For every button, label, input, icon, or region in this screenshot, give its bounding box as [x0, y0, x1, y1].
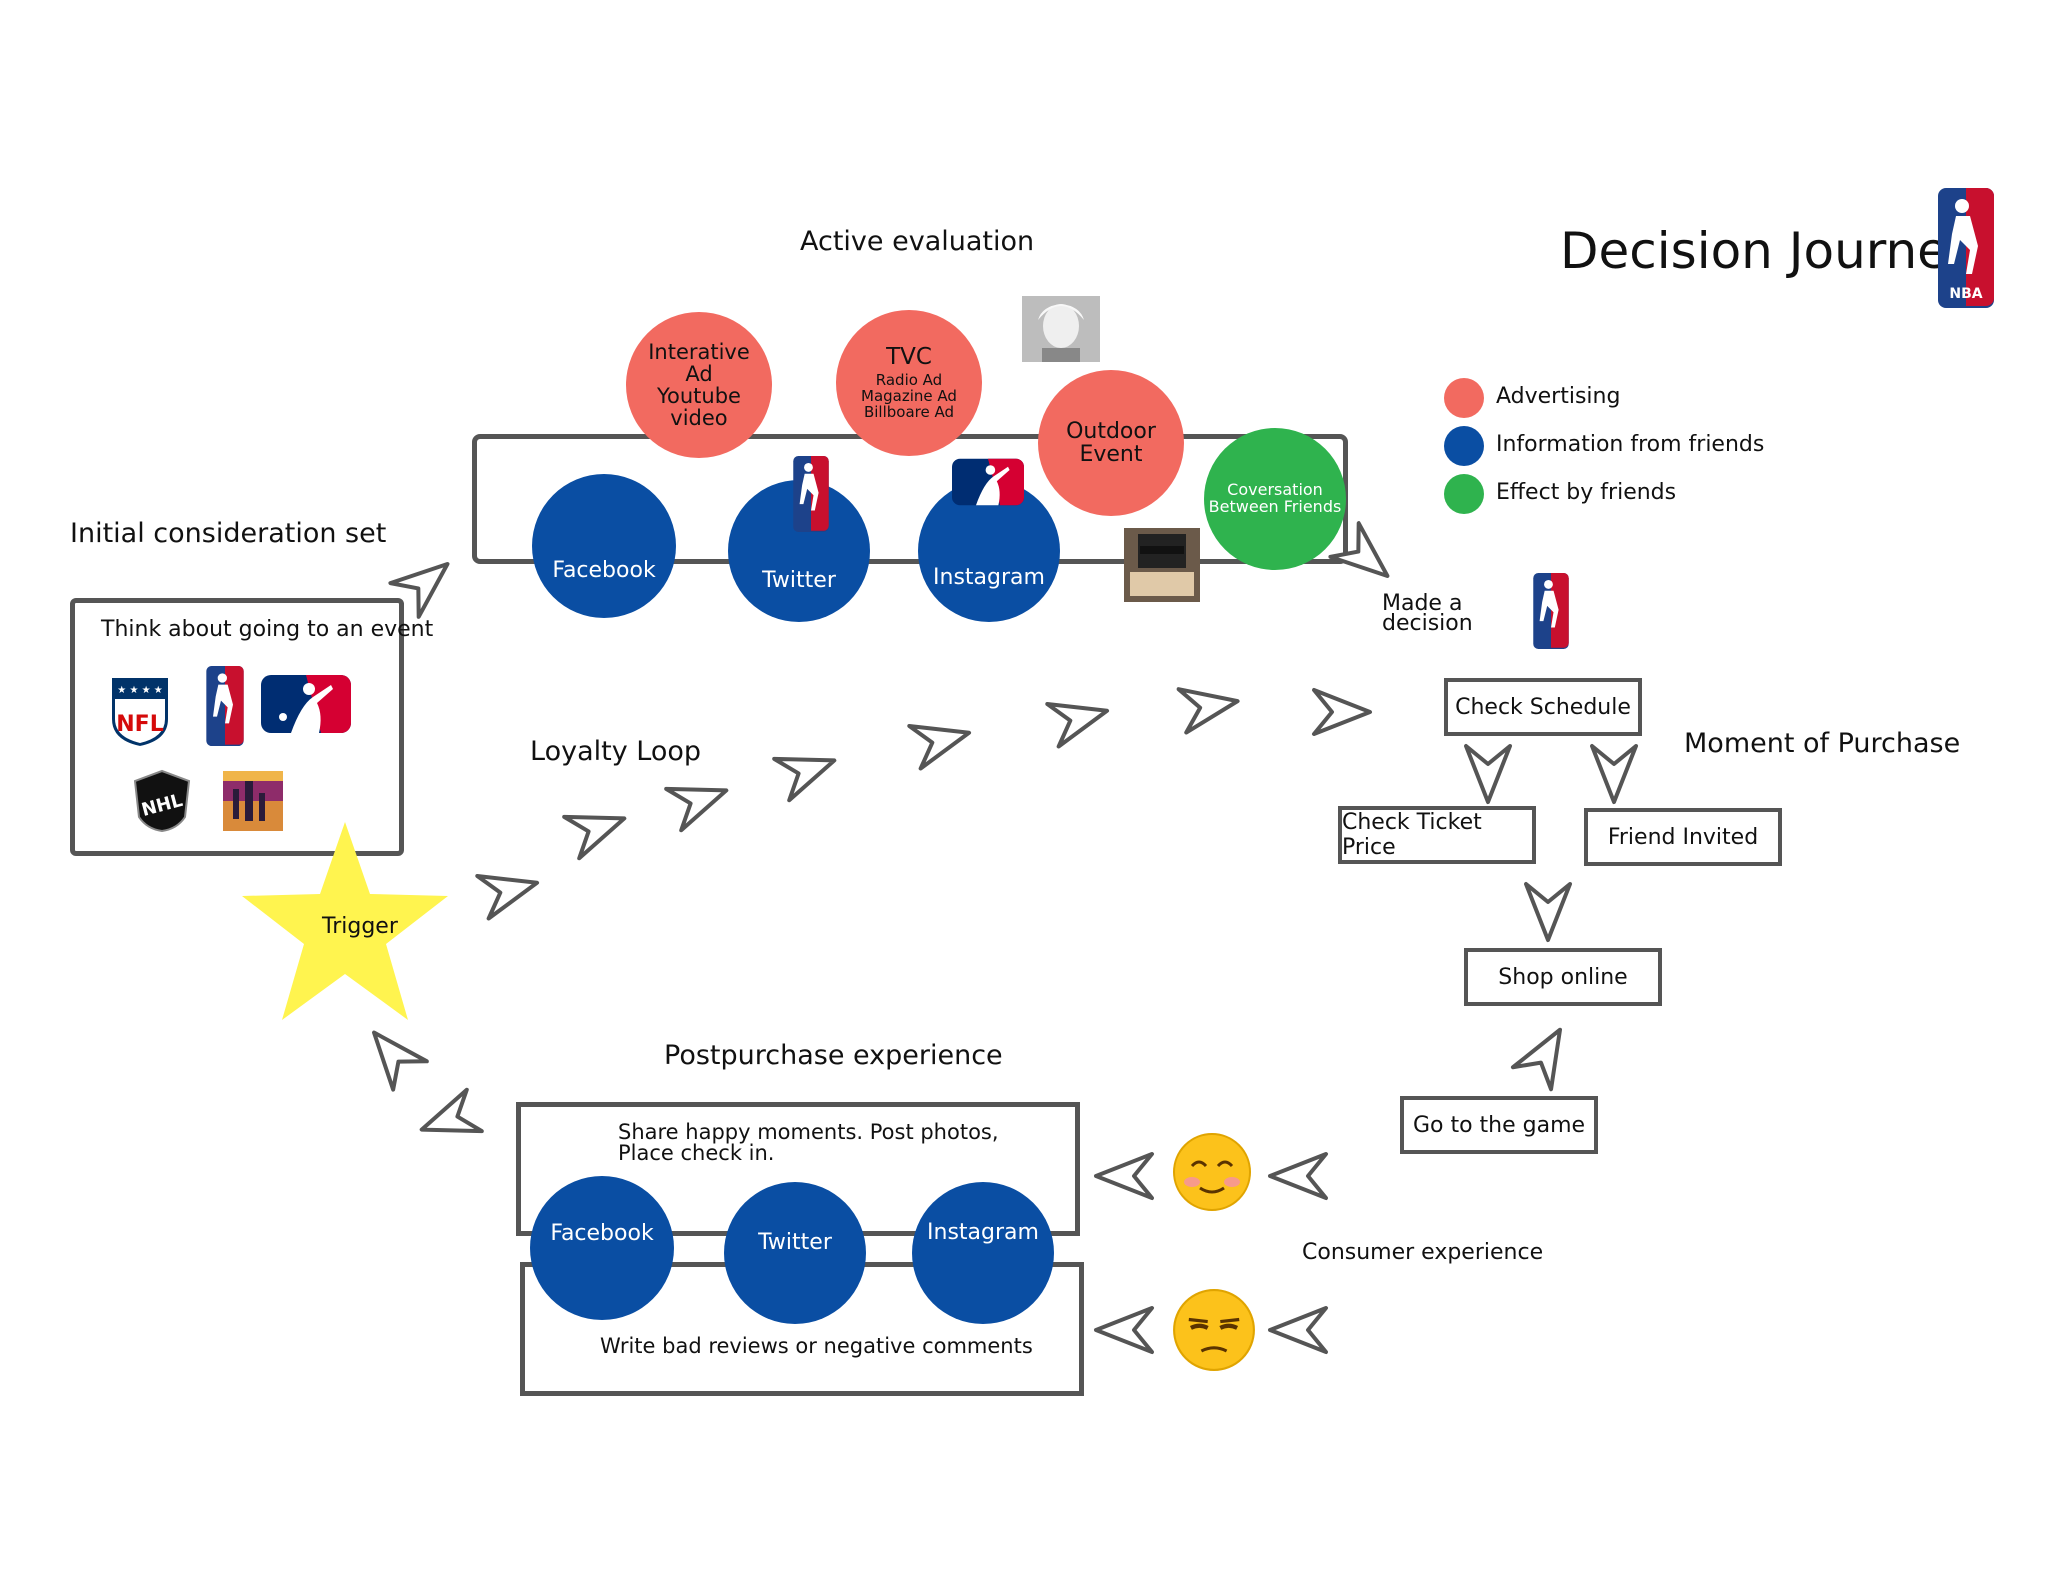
nfl-logo: NFL ★ ★ ★ ★ [110, 676, 170, 749]
arrowhead-icon [372, 1030, 429, 1092]
arrowhead-icon [1524, 882, 1572, 942]
arrowhead-icon [1328, 521, 1390, 578]
artist-photo [1022, 296, 1100, 362]
moment-of-purchase-label: Moment of Purchase [1684, 728, 1961, 759]
conversation-circle: Coversation Between Friends [1204, 428, 1346, 570]
initial-consideration-label: Initial consideration set [70, 518, 387, 549]
smiling-face-icon [1173, 1133, 1251, 1211]
legend-label: Effect by friends [1496, 480, 1677, 505]
tvc-circle: TVC Radio Ad Magazine Ad Billboare Ad [836, 310, 982, 456]
check-ticket-price-box: Check Ticket Price [1338, 806, 1536, 864]
shop-online-box: Shop online [1464, 948, 1662, 1006]
facebook-circle: Facebook [532, 474, 676, 618]
made-decision-line-2: decision [1382, 611, 1473, 636]
go-to-game-box: Go to the game [1400, 1096, 1598, 1154]
arrowhead-icon [664, 786, 729, 833]
loyalty-loop-label: Loyalty Loop [530, 736, 702, 767]
interactive-ad-circle: Interative Ad Youtube video [626, 312, 772, 458]
nba-logo: NBA [1938, 188, 1994, 308]
consumer-experience-label: Consumer experience [1302, 1240, 1544, 1265]
friend-invited-box: Friend Invited [1584, 808, 1782, 866]
twitter-circle: Twitter [728, 480, 870, 622]
instagram-circle: Instagram [912, 1182, 1054, 1324]
svg-text:NFL: NFL [116, 712, 163, 737]
arrowhead-icon [562, 814, 627, 861]
arrowhead-icon [1094, 1306, 1154, 1354]
nba-logo [793, 456, 829, 532]
arrowhead-icon [1176, 687, 1240, 735]
arrowhead-icon [907, 723, 972, 771]
nba-logo [206, 666, 244, 746]
event-poster [223, 771, 283, 831]
nhl-logo: NHL [133, 769, 191, 833]
check-schedule-box: Check Schedule [1444, 678, 1642, 736]
arrowhead-icon [475, 873, 540, 921]
artist-photo [1124, 528, 1200, 602]
arrowhead-icon [419, 1087, 484, 1134]
arrowhead-icon [1268, 1306, 1328, 1354]
unamused-face-icon [1173, 1289, 1255, 1371]
legend-swatch [1444, 378, 1484, 418]
svg-text:NBA: NBA [1949, 286, 1982, 302]
initial-consideration-box: Think about going to an event NFL ★ ★ ★ … [70, 598, 433, 856]
positive-experience-text: Share happy moments. Post photos, Place … [618, 1120, 999, 1165]
twitter-circle: Twitter [724, 1182, 866, 1324]
legend-swatch [1444, 474, 1484, 514]
page-title: Decision Journey [1560, 222, 1978, 280]
initial-set-caption: Think about going to an event [101, 617, 434, 642]
arrowhead-icon [1510, 1027, 1562, 1092]
mlb-logo [261, 675, 351, 733]
arrowhead-icon [388, 562, 450, 619]
arrowhead-icon [1590, 744, 1638, 804]
arrowhead-icon [772, 756, 837, 803]
arrowhead-icon [1312, 688, 1372, 736]
arrowhead-icon [1045, 701, 1110, 749]
legend-label: Advertising [1496, 384, 1621, 409]
mlb-logo [952, 458, 1024, 506]
trigger-label: Trigger [322, 914, 398, 939]
nba-logo [1533, 573, 1569, 649]
facebook-circle: Facebook [530, 1176, 674, 1320]
arrowhead-icon [1094, 1152, 1154, 1200]
svg-text:★ ★ ★ ★: ★ ★ ★ ★ [117, 685, 162, 696]
negative-experience-text: Write bad reviews or negative comments [600, 1334, 1033, 1358]
arrowhead-icon [1268, 1152, 1328, 1200]
made-decision-label: Made a decision [1382, 591, 1473, 636]
legend-swatch [1444, 426, 1484, 466]
postpurchase-label: Postpurchase experience [664, 1040, 1003, 1071]
active-evaluation-label: Active evaluation [800, 226, 1035, 257]
legend-label: Information from friends [1496, 432, 1765, 457]
trigger-star [242, 822, 448, 1020]
outdoor-event-circle: Outdoor Event [1038, 370, 1184, 516]
made-decision-line-1: Made a [1382, 591, 1463, 616]
arrowhead-icon [1464, 744, 1512, 804]
